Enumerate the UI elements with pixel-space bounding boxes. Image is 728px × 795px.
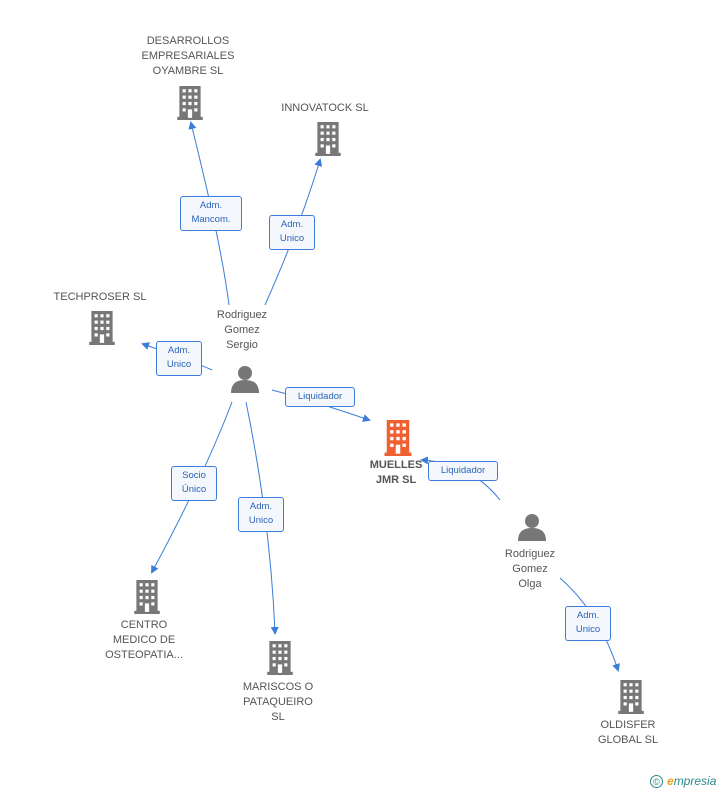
building-icon-mariscos[interactable] bbox=[267, 641, 293, 675]
company-label-techproser[interactable]: TECHPROSER SL bbox=[53, 291, 147, 303]
edge-label-sergio-centro: Socio Único bbox=[171, 466, 217, 501]
building-icon-muelles[interactable] bbox=[384, 420, 412, 456]
person-icon-olga[interactable] bbox=[518, 514, 546, 541]
building-icon-centro[interactable] bbox=[134, 580, 160, 614]
company-label-innovatock[interactable]: INNOVATOCK SL bbox=[281, 102, 369, 114]
building-icon-techproser[interactable] bbox=[89, 311, 115, 345]
copyright-icon: © bbox=[650, 774, 663, 788]
edge-label-sergio-muelles: Liquidador bbox=[285, 387, 355, 407]
building-icon-innovatock[interactable] bbox=[315, 122, 341, 156]
edge-label-olga-muelles: Liquidador bbox=[428, 461, 498, 481]
edge-label-sergio-innovatock: Adm. Unico bbox=[269, 215, 315, 250]
company-label-centro[interactable]: CENTRO MEDICO DE OSTEOPATIA... bbox=[105, 619, 183, 661]
person-label-sergio[interactable]: Rodriguez Gomez Sergio bbox=[216, 309, 268, 351]
person-icon-sergio[interactable] bbox=[231, 366, 259, 393]
company-label-mariscos[interactable]: MARISCOS O PATAQUEIRO SL bbox=[242, 681, 314, 723]
edge-label-olga-oldisfer: Adm. Unico bbox=[565, 606, 611, 641]
person-label-olga[interactable]: Rodriguez Gomez Olga bbox=[504, 548, 556, 590]
edge-label-sergio-techproser: Adm. Unico bbox=[156, 341, 202, 376]
company-label-muelles[interactable]: MUELLES JMR SL bbox=[369, 459, 423, 486]
building-icon-oldisfer[interactable] bbox=[618, 680, 644, 714]
edge-label-sergio-desarrollos: Adm. Mancom. bbox=[180, 196, 242, 231]
brand-footer: © empresia bbox=[650, 774, 716, 788]
company-label-desarrollos[interactable]: DESARROLLOS EMPRESARIALES OYAMBRE SL bbox=[141, 35, 235, 77]
building-icon-desarrollos[interactable] bbox=[177, 86, 203, 120]
company-label-oldisfer[interactable]: OLDISFER GLOBAL SL bbox=[597, 719, 659, 746]
brand-logo: empresia bbox=[667, 774, 717, 788]
edge-label-sergio-mariscos: Adm. Unico bbox=[238, 497, 284, 532]
